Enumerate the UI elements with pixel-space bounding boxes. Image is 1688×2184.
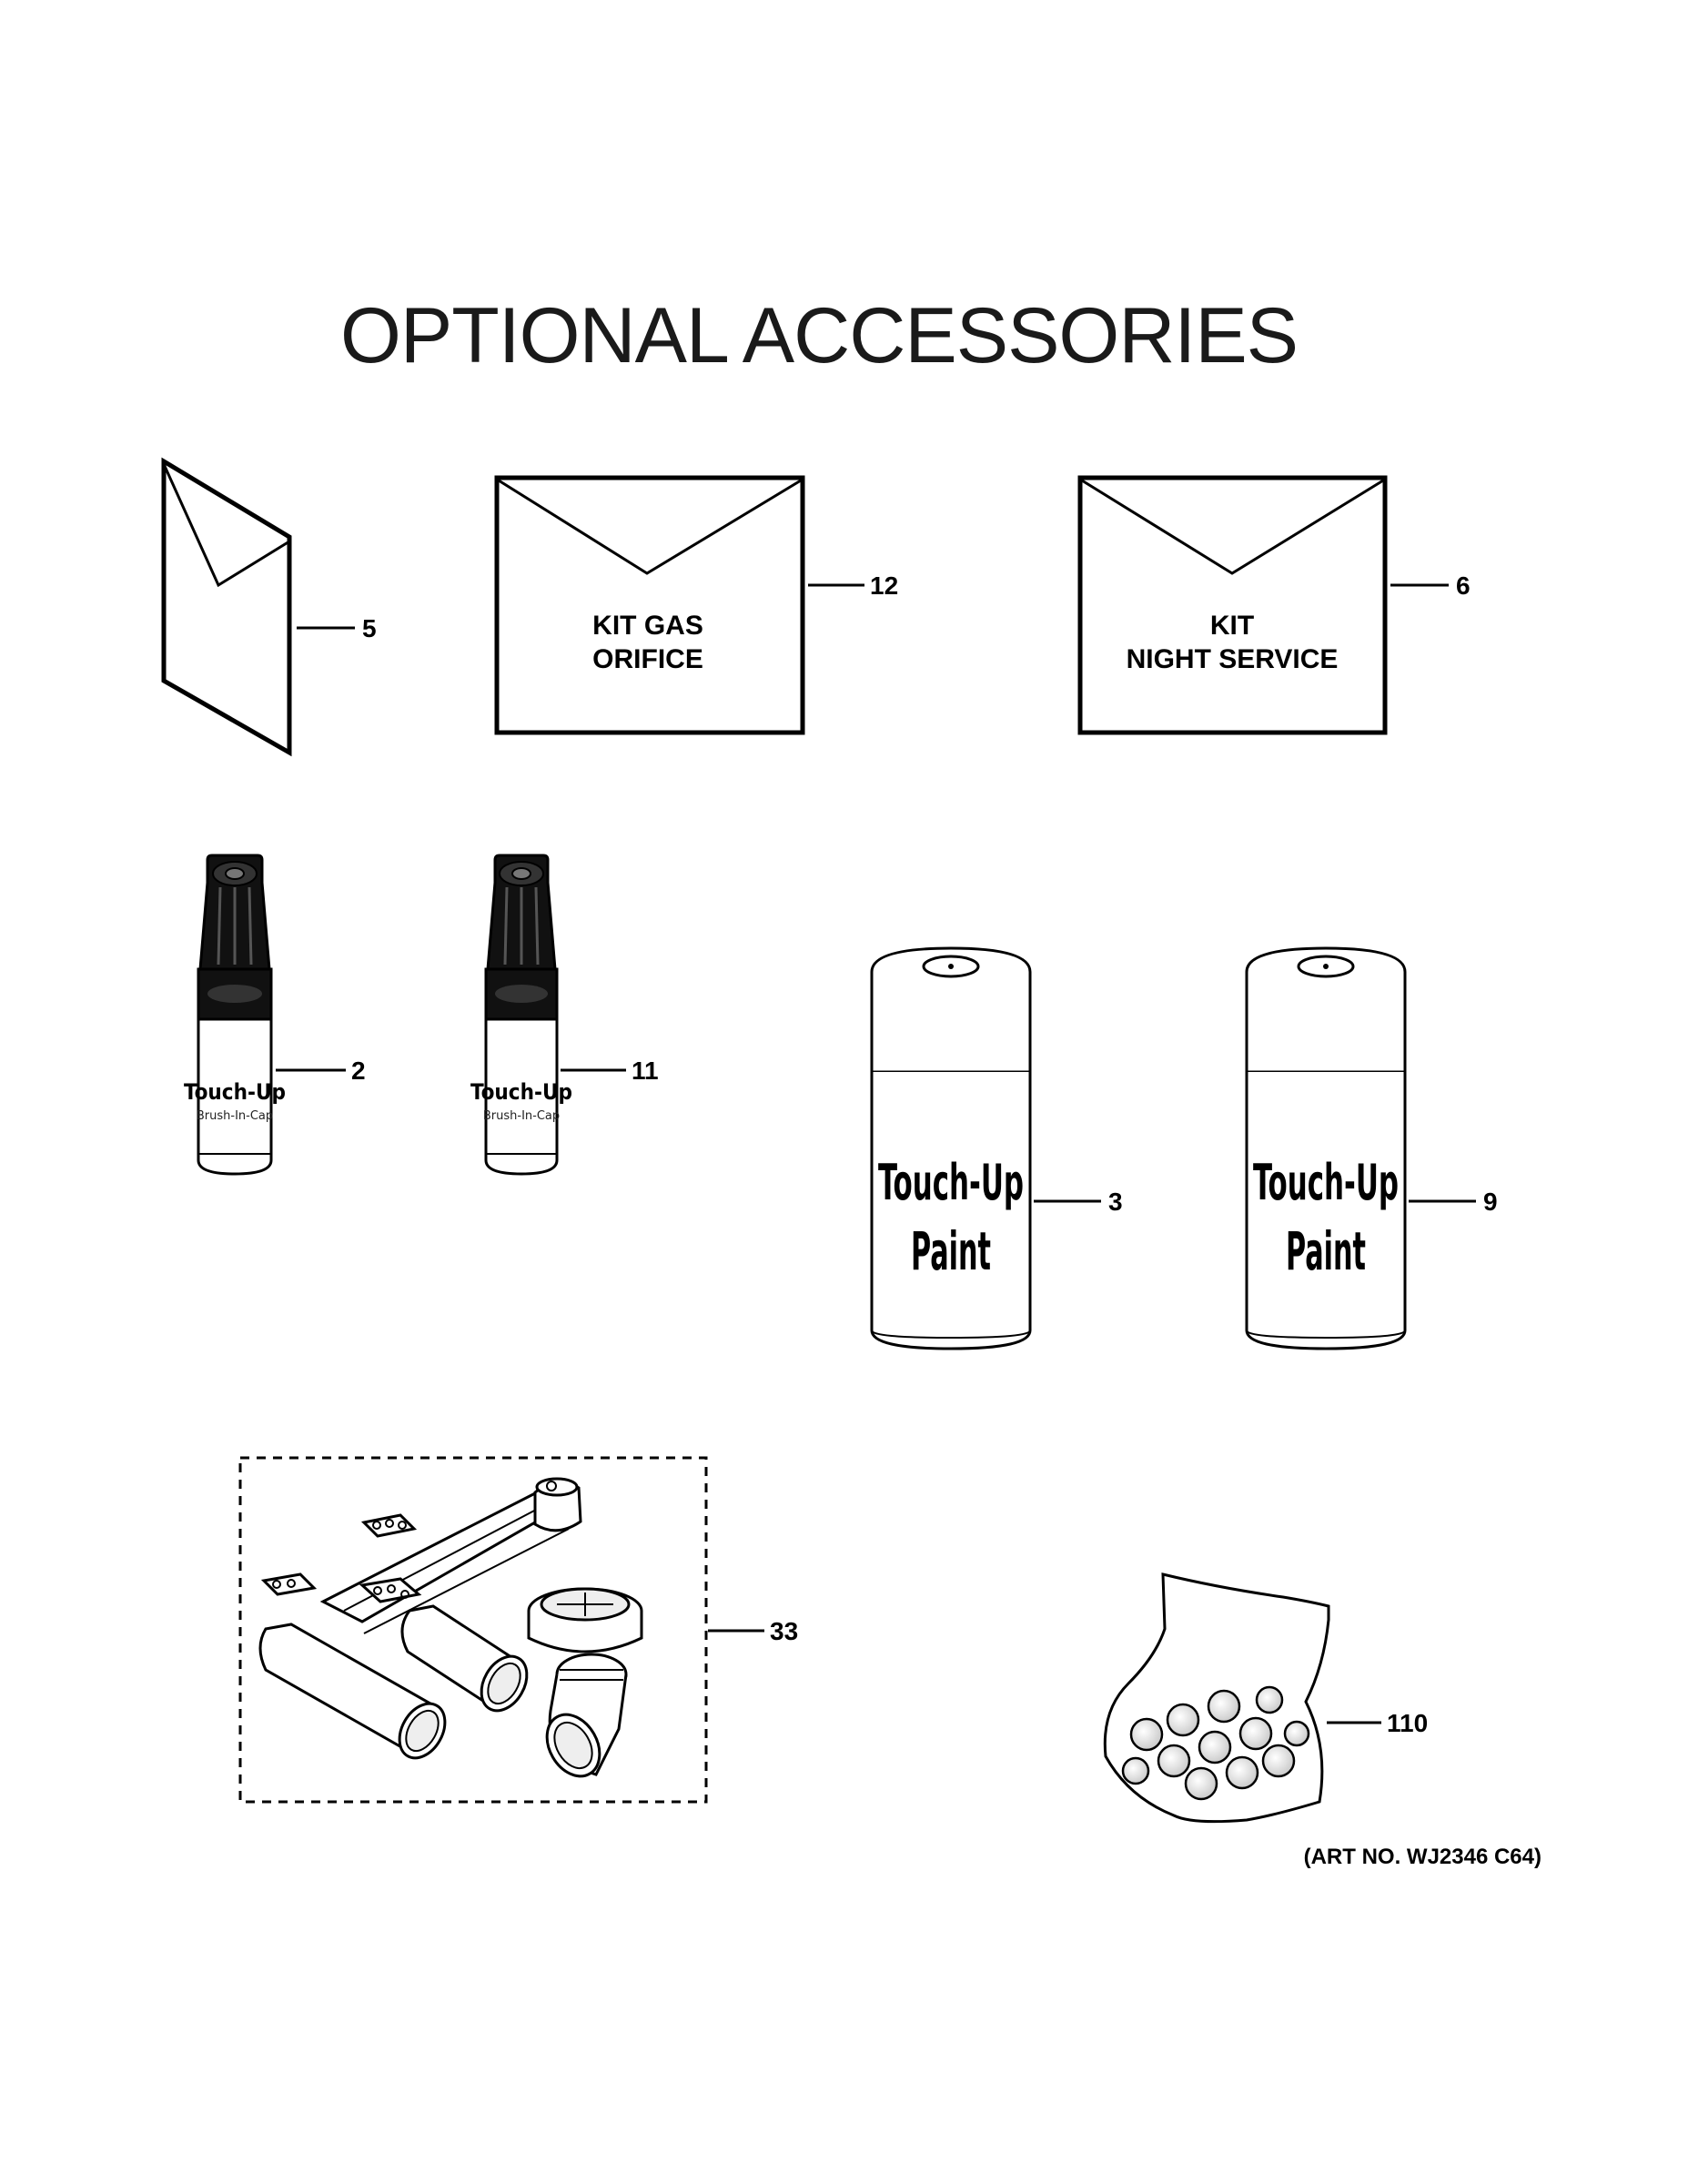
callout-3: 3 xyxy=(1108,1188,1123,1216)
callout-5: 5 xyxy=(362,614,377,642)
kit-night-service-line2: NIGHT SERVICE xyxy=(1127,644,1339,674)
pen-a-sublabel: Brush-In-Cap xyxy=(197,1109,273,1123)
can-b-line2: Paint xyxy=(1286,1220,1366,1282)
pen-a-label: Touch-Up xyxy=(184,1079,286,1105)
envelope-kit-gas-orifice: KIT GAS ORIFICE xyxy=(494,475,805,735)
touchup-pen-icon: Touch-Up Brush-In-Cap xyxy=(470,854,572,1176)
callout-6: 6 xyxy=(1456,571,1471,600)
spray-can-icon: Touch-Up Paint xyxy=(1245,946,1407,1350)
kit-night-service-line1: KIT xyxy=(1210,611,1254,641)
kit-gas-orifice-line2: ORIFICE xyxy=(592,644,703,674)
art-number: (ART NO. WJ2346 C64) xyxy=(1304,1845,1541,1869)
conversion-kit-illustration xyxy=(238,1456,708,1804)
callout-9: 9 xyxy=(1483,1188,1498,1216)
spray-can-icon: Touch-Up Paint xyxy=(870,946,1032,1350)
pen-b-label: Touch-Up xyxy=(470,1079,572,1105)
pen-b-sublabel: Brush-In-Cap xyxy=(483,1109,560,1123)
manual-icon xyxy=(161,457,292,757)
can-a-line2: Paint xyxy=(911,1220,991,1282)
kit-gas-orifice-line1: KIT GAS xyxy=(592,611,703,641)
can-b-line1: Touch-Up xyxy=(1253,1154,1399,1211)
callout-110: 110 xyxy=(1387,1709,1428,1737)
can-a-line1: Touch-Up xyxy=(878,1154,1024,1211)
touchup-pen-icon: Touch-Up Brush-In-Cap xyxy=(184,854,286,1176)
callout-2: 2 xyxy=(351,1057,366,1085)
callout-33: 33 xyxy=(770,1617,798,1645)
callout-12: 12 xyxy=(870,571,898,600)
envelope-kit-night-service: KIT NIGHT SERVICE xyxy=(1077,475,1388,735)
callout-11: 11 xyxy=(632,1057,659,1085)
screw-bag-illustration xyxy=(1103,1572,1330,1824)
page-title: OPTIONAL ACCESSORIES xyxy=(340,292,1298,379)
